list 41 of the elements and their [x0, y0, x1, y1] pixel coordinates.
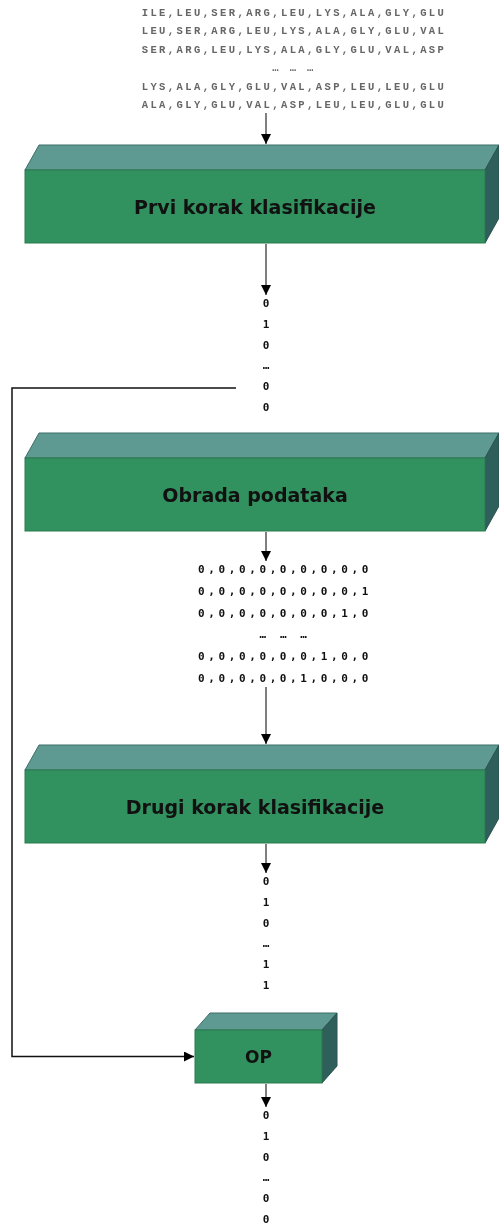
vector-value: 0: [262, 915, 270, 932]
arrow: [11, 387, 237, 1062]
arrow: [261, 112, 271, 145]
vector-value: 0: [262, 1149, 270, 1166]
vector-value: 0: [262, 400, 270, 416]
vector-value: 0: [262, 1191, 270, 1208]
sequence-row: ILE,LEU,SER,ARG,LEU,LYS,ALA,GLY,GLU: [141, 6, 447, 20]
arrow: [261, 1083, 271, 1108]
vector-value: …: [262, 936, 270, 953]
vector-value: 1: [262, 957, 270, 974]
block-title: Obrada podataka: [162, 483, 348, 506]
vector-value: 0: [262, 874, 270, 890]
vector-value: 0: [262, 296, 270, 312]
vector-value: 1: [262, 1128, 270, 1145]
matrix-row: 0,0,0,0,0,0,1,0,0: [198, 649, 372, 665]
matrix-row: 0,0,0,0,0,0,0,0,0: [198, 562, 372, 577]
block-title: OP: [245, 1046, 272, 1067]
vector-value: 1: [262, 978, 270, 994]
vector-value: 1: [262, 316, 270, 333]
arrow: [261, 843, 271, 874]
arrow: [261, 531, 271, 562]
vector-value: 0: [262, 337, 270, 354]
sequence-row: … … …: [272, 61, 316, 76]
sequence-row: LYS,ALA,GLY,GLU,VAL,ASP,LEU,LEU,GLU: [141, 79, 447, 94]
matrix-row: 0,0,0,0,0,0,0,0,1: [198, 583, 372, 599]
vector-value: …: [262, 1170, 270, 1187]
arrow: [261, 686, 271, 745]
matrix-row: … … …: [259, 627, 311, 643]
matrix-row: 0,0,0,0,0,0,0,1,0: [198, 605, 372, 621]
block-title: Drugi korak klasifikacije: [125, 795, 385, 818]
sequence-row: ALA,GLY,GLU,VAL,ASP,LEU,LEU,GLU,GLU: [141, 97, 447, 112]
vector-value: …: [262, 358, 270, 375]
vector-value: 0: [262, 379, 270, 396]
vector-value: 0: [262, 1212, 270, 1228]
vector-value: 0: [262, 1108, 270, 1124]
sequence-row: SER,ARG,LEU,LYS,ALA,GLY,GLU,VAL,ASP: [141, 42, 447, 57]
arrow: [261, 243, 271, 296]
block-title: Prvi korak klasifikacije: [134, 195, 376, 218]
sequence-row: LEU,SER,ARG,LEU,LYS,ALA,GLY,GLU,VAL: [141, 24, 447, 39]
vector-value: 1: [262, 894, 270, 911]
matrix-row: 0,0,0,0,0,1,0,0,0: [198, 671, 372, 686]
